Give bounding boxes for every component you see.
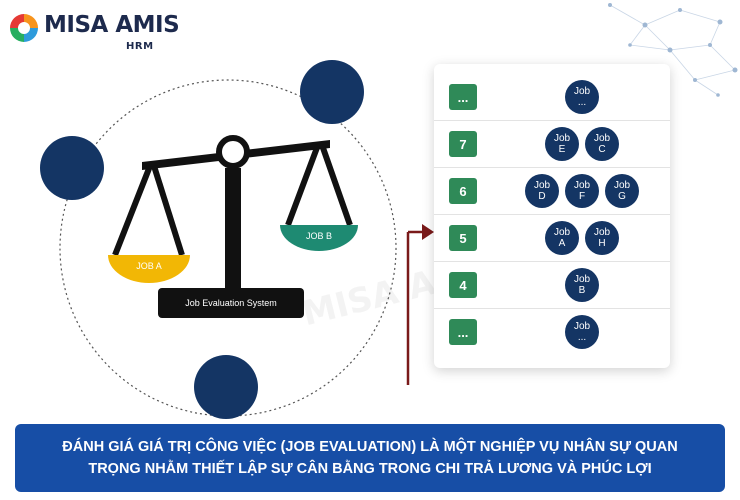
grade-badge: ... <box>449 319 477 345</box>
job-code: H <box>598 238 606 249</box>
brand-product: HRM <box>126 41 154 52</box>
job-code: ... <box>577 97 587 108</box>
job-label: Job <box>573 86 591 97</box>
job-code: E <box>558 144 566 155</box>
job-code: B <box>578 285 586 296</box>
grade-row: ...Job... <box>434 309 670 356</box>
job-label: Job <box>573 274 591 285</box>
job-code: A <box>558 238 566 249</box>
job-list: Job... <box>494 80 670 116</box>
network-decoration <box>608 3 738 97</box>
job-code: F <box>578 191 586 202</box>
job-code: D <box>538 191 546 202</box>
job-label: Job <box>573 321 591 332</box>
job-code: G <box>618 191 626 202</box>
job-label: Job <box>593 133 611 144</box>
arrow-right-icon <box>406 224 434 385</box>
caption-text: ĐÁNH GIÁ GIÁ TRỊ CÔNG VIỆC (JOB EVALUATI… <box>62 436 677 480</box>
job-circle: Job... <box>565 315 599 349</box>
balance-scale-graphic <box>40 60 397 419</box>
grade-badge: 5 <box>449 225 477 251</box>
base-label: Job Evaluation System <box>185 298 277 308</box>
job-label: Job <box>593 227 611 238</box>
left-pan-label: JOB A <box>136 261 162 271</box>
caption-line-1: ĐÁNH GIÁ GIÁ TRỊ CÔNG VIỆC (JOB EVALUATI… <box>62 439 678 455</box>
caption-line-2: TRỌNG NHẰM THIẾT LẬP SỰ CÂN BẰNG TRONG C… <box>88 461 652 477</box>
job-list: Job... <box>494 315 670 351</box>
grade-badge: 6 <box>449 178 477 204</box>
job-label: Job <box>533 180 551 191</box>
grade-badge: 7 <box>449 131 477 157</box>
caption-banner: ĐÁNH GIÁ GIÁ TRỊ CÔNG VIỆC (JOB EVALUATI… <box>15 424 725 492</box>
job-circle: Job... <box>565 80 599 114</box>
right-pan-label: JOB B <box>305 231 332 241</box>
job-code: ... <box>577 332 587 343</box>
job-label: Job <box>553 133 571 144</box>
grade-badge: ... <box>449 84 477 110</box>
grade-row: ...Job... <box>434 74 670 121</box>
brand-name: MISA AMIS <box>44 12 180 38</box>
job-label: Job <box>573 180 591 191</box>
job-code: C <box>598 144 606 155</box>
job-label: Job <box>613 180 631 191</box>
brand-logo: MISA AMIS HRM <box>6 8 180 60</box>
scale-illustration: JOB A JOB B Job Evaluation System <box>30 50 410 430</box>
misa-logo-icon <box>9 13 39 43</box>
job-label: Job <box>553 227 571 238</box>
grade-badge: 4 <box>449 272 477 298</box>
